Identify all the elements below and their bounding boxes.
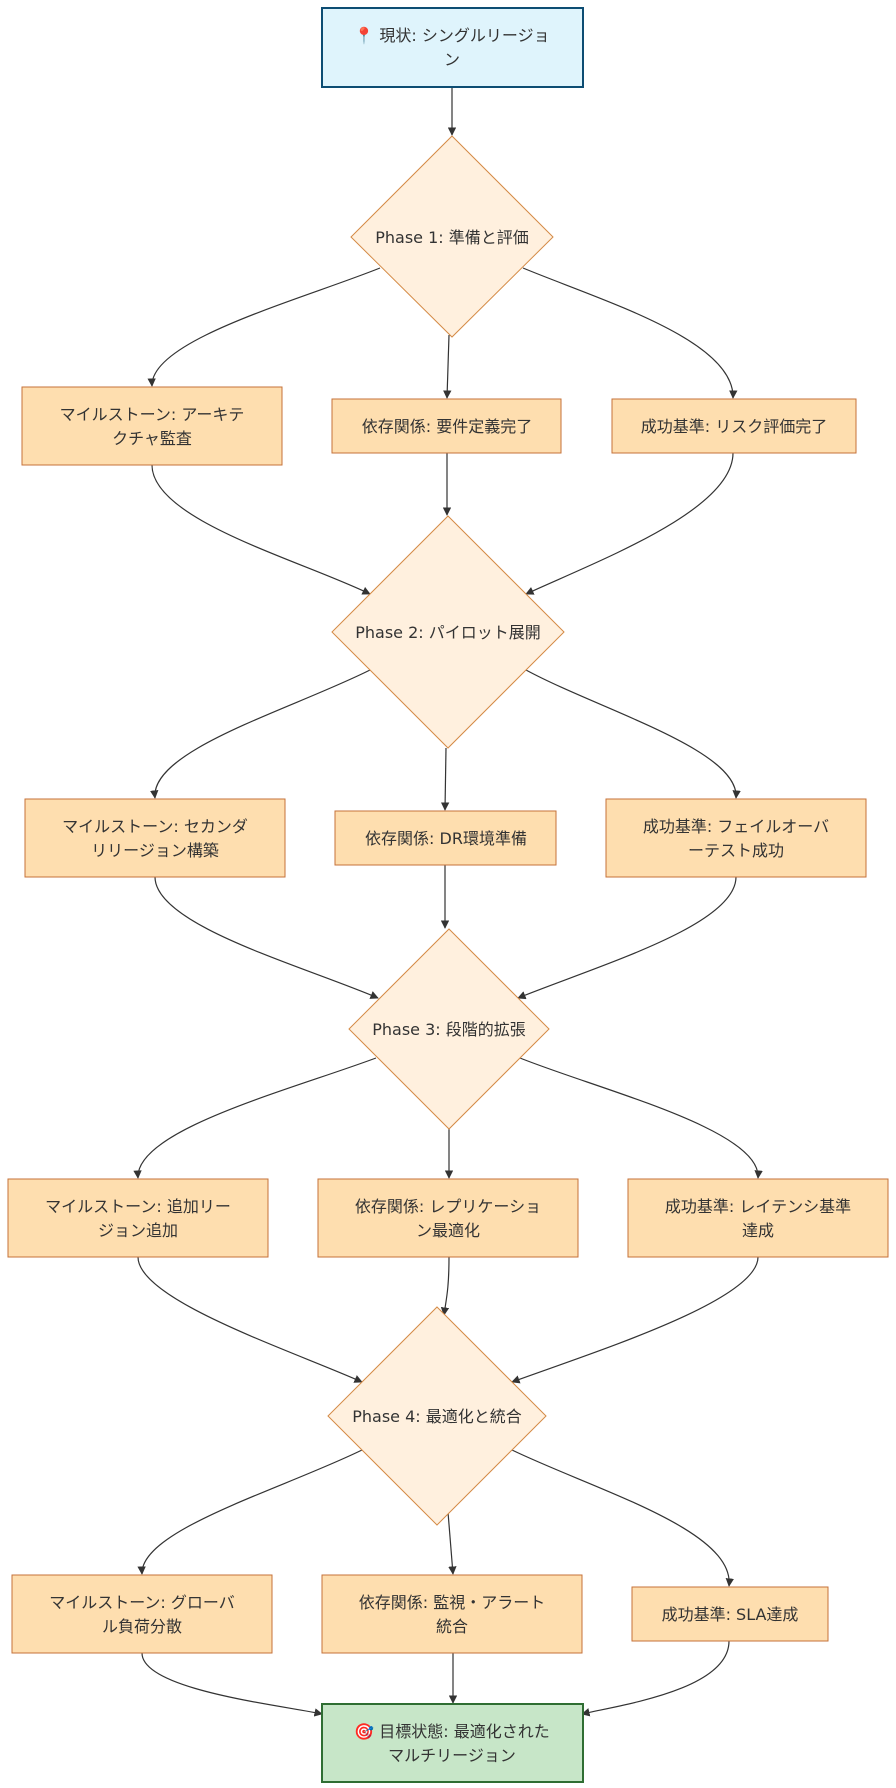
edge-p2milestone-phase3 (154, 876, 379, 999)
edge-phase1-dependency (443, 334, 452, 399)
phase-4-milestone-line-2: ル負荷分散 (102, 1617, 182, 1636)
edge-phase2-dependency (440, 747, 450, 811)
phase-3-milestone-line-2: ジョン追加 (98, 1221, 178, 1240)
phase-2-milestone-line-2: リリージョン構築 (91, 841, 219, 860)
edge-phase4-success (511, 1449, 734, 1587)
phase-4-success-label: 成功基準: SLA達成 (662, 1605, 799, 1624)
phase-2-label: Phase 2: パイロット展開 (355, 623, 541, 642)
phase-2-success-line-1: 成功基準: フェイルオーバ (643, 817, 829, 836)
phase-3-success-line-1: 成功基準: レイテンシ基準 (665, 1197, 851, 1216)
edge-p3dependency-phase4 (440, 1256, 450, 1316)
phase-4-dependency-box: 依存関係: 監視・アラート 統合 (321, 1574, 583, 1654)
edge-phase3-milestone (133, 1057, 377, 1179)
phase-4-dependency-line-2: 統合 (436, 1617, 468, 1636)
phase-4-decision: Phase 4: 最適化と統合 (327, 1306, 547, 1526)
edge-phase2-milestone (150, 669, 371, 799)
edge-p1milestone-phase2 (151, 464, 371, 595)
edge-p2success-phase3 (517, 876, 737, 1000)
phase-2-milestone-line-1: マイルストーン: セカンダ (62, 817, 248, 836)
edge-phase1-success (522, 267, 738, 399)
phase-3-label: Phase 3: 段階的拡張 (372, 1020, 526, 1039)
edge-p4success-goal (581, 1640, 730, 1717)
phase-1-success-label: 成功基準: リスク評価完了 (641, 417, 827, 436)
phase-3-dependency-line-2: ン最適化 (416, 1221, 480, 1240)
phase-2-dependency-label: 依存関係: DR環境準備 (365, 829, 527, 848)
edge-phase1-milestone (147, 267, 381, 387)
edge-p1success-phase2 (525, 452, 734, 595)
phase-4-milestone-box: マイルストーン: グローバ ル負荷分散 (11, 1574, 273, 1654)
phase-1-dependency-label: 依存関係: 要件定義完了 (362, 417, 532, 436)
phase-3-success-line-2: 達成 (742, 1221, 774, 1240)
edge-phase2-success (525, 669, 741, 799)
phase-2-decision: Phase 2: パイロット展開 (331, 515, 565, 749)
phase-2-success-line-2: ーテスト成功 (688, 841, 784, 860)
edge-p3milestone-phase4 (137, 1256, 363, 1383)
edge-phase3-success (519, 1057, 763, 1179)
edge-phase4-milestone (137, 1449, 363, 1575)
phase-1-dependency-box: 依存関係: 要件定義完了 (331, 398, 562, 454)
phase-2-success-box: 成功基準: フェイルオーバ ーテスト成功 (605, 798, 867, 878)
start-node: 📍 現状: シングルリージョ ン (321, 7, 584, 88)
phase-3-milestone-box: マイルストーン: 追加リー ジョン追加 (7, 1178, 269, 1258)
phase-4-success-box: 成功基準: SLA達成 (631, 1586, 829, 1642)
phase-3-milestone-line-1: マイルストーン: 追加リー (45, 1197, 231, 1216)
phase-4-label: Phase 4: 最適化と統合 (352, 1407, 522, 1426)
phase-2-dependency-box: 依存関係: DR環境準備 (334, 810, 557, 866)
phase-3-decision: Phase 3: 段階的拡張 (348, 928, 550, 1130)
phase-1-success-box: 成功基準: リスク評価完了 (611, 398, 857, 454)
phase-1-decision: Phase 1: 準備と評価 (350, 135, 554, 338)
phase-1-label: Phase 1: 準備と評価 (375, 228, 529, 247)
goal-node-line-1: 🎯 目標状態: 最適化された (354, 1722, 550, 1741)
edge-phase4-dependency (447, 1511, 457, 1575)
start-node-line-2: ン (444, 50, 460, 69)
edges (133, 87, 763, 1717)
phase-1-milestone-box: マイルストーン: アーキテ クチャ監査 (21, 386, 283, 466)
phase-4-dependency-line-1: 依存関係: 監視・アラート (359, 1593, 545, 1612)
phase-3-success-box: 成功基準: レイテンシ基準 達成 (627, 1178, 889, 1258)
phase-2-milestone-box: マイルストーン: セカンダ リリージョン構築 (24, 798, 286, 878)
phase-3-dependency-line-1: 依存関係: レプリケーショ (355, 1197, 541, 1216)
phase-3-dependency-box: 依存関係: レプリケーショ ン最適化 (317, 1178, 579, 1258)
phase-1-milestone-line-2: クチャ監査 (112, 429, 192, 448)
goal-node: 🎯 目標状態: 最適化された マルチリージョン (321, 1703, 584, 1783)
phase-1-milestone-line-1: マイルストーン: アーキテ (60, 405, 245, 424)
goal-node-line-2: マルチリージョン (388, 1746, 516, 1765)
edge-p4milestone-goal (141, 1652, 323, 1717)
phase-4-milestone-line-1: マイルストーン: グローバ (49, 1593, 235, 1612)
edge-p3success-phase4 (511, 1256, 759, 1384)
start-node-line-1: 📍 現状: シングルリージョ (354, 26, 549, 45)
